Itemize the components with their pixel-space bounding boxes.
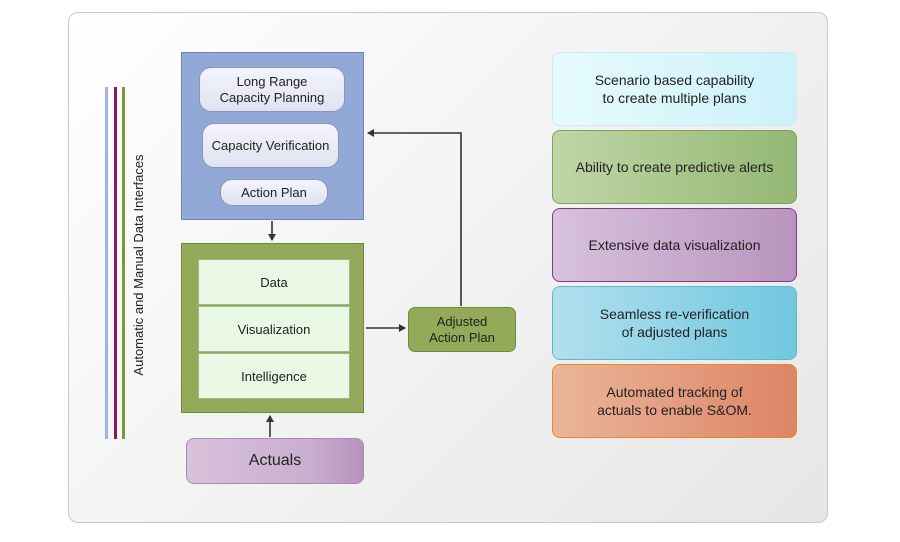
capacity-verification: Capacity Verification [202, 123, 339, 168]
actuals-box: Actuals [186, 438, 364, 484]
interface-line-blue [105, 87, 108, 439]
feature-predictive-alerts: Ability to create predictive alerts [552, 130, 797, 204]
action-plan: Action Plan [220, 179, 328, 206]
intelligence-cell: Intelligence [198, 353, 350, 399]
data-cell: Data [198, 259, 350, 305]
long-range-capacity-planning: Long Range Capacity Planning [199, 67, 345, 112]
visualization-cell: Visualization [198, 306, 350, 352]
feature-scenario-planning: Scenario based capability to create mult… [552, 52, 797, 126]
feature-actuals-tracking: Automated tracking of actuals to enable … [552, 364, 797, 438]
feature-data-visualization: Extensive data visualization [552, 208, 797, 282]
interface-line-maroon [114, 87, 117, 439]
adjusted-action-plan-box: Adjusted Action Plan [408, 307, 516, 352]
interface-line-green [122, 87, 125, 439]
side-label: Automatic and Manual Data Interfaces [131, 154, 146, 376]
feature-re-verification: Seamless re-verification of adjusted pla… [552, 286, 797, 360]
